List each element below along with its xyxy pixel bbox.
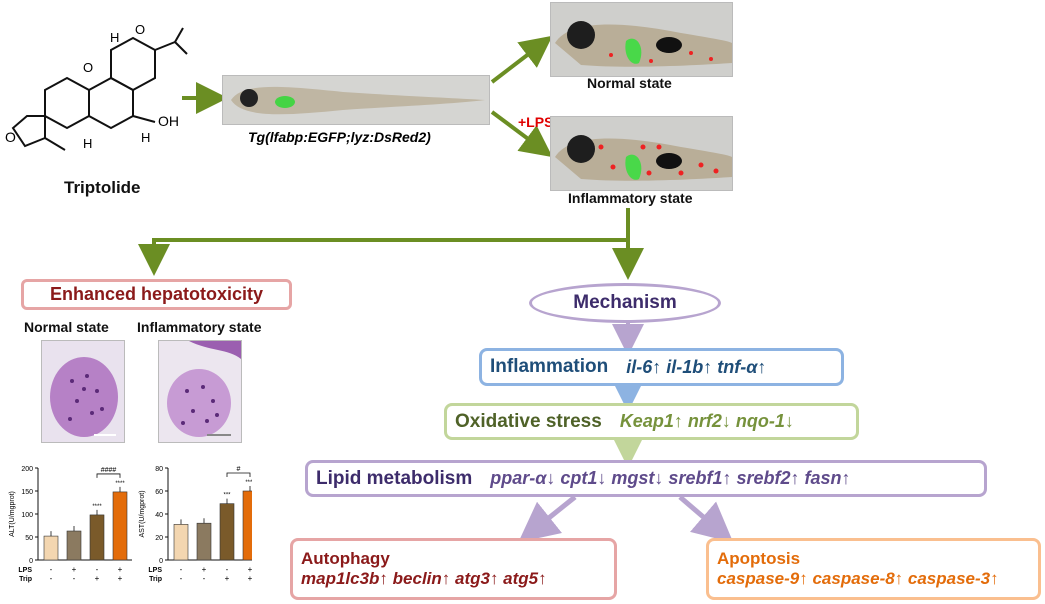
normal-state-fish-image — [550, 2, 733, 77]
y-tick-label: 80 — [155, 466, 163, 473]
svg-text:H: H — [141, 130, 150, 145]
mechanism-node: Mechanism — [529, 283, 721, 323]
lps-label: +LPS — [518, 114, 554, 130]
inflammation-genes: il-6↑ il-1b↑ tnf-α↑ — [626, 356, 767, 377]
lipid-title: Lipid metabolism — [316, 467, 473, 489]
annotation: # — [237, 466, 241, 473]
y-tick-label: 0 — [29, 558, 33, 565]
group-sign: + — [225, 574, 230, 583]
group-row-label: LPS — [18, 567, 32, 574]
arrow-lipid-to-apoptosis — [678, 495, 734, 543]
group-sign: + — [118, 565, 123, 574]
group-sign: - — [73, 574, 76, 583]
significance-bracket — [96, 473, 121, 478]
group-row-label: Trip — [149, 576, 162, 583]
histology-normal-label: Normal state — [24, 319, 109, 335]
group-sign: - — [180, 574, 183, 583]
histology-inflammatory-label: Inflammatory state — [137, 319, 262, 335]
triptolide-structure: O OH H H H O O — [5, 22, 188, 151]
y-tick-label: 60 — [155, 489, 163, 496]
bar — [219, 503, 235, 561]
strain-label: Tg(lfabp:EGFP;lyz:DsRed2) — [248, 129, 431, 145]
bar — [242, 490, 252, 561]
group-sign: + — [248, 565, 252, 574]
arrow-split — [138, 208, 630, 276]
group-row-label: Trip — [19, 576, 32, 583]
arrow-fish-to-inflammatory — [490, 110, 553, 158]
svg-text:O: O — [135, 22, 145, 37]
bar — [43, 535, 59, 561]
y-tick-label: 50 — [25, 535, 33, 542]
annotation: **** — [115, 481, 125, 487]
inflammatory-state-label: Inflammatory state — [568, 190, 693, 206]
histology-normal-image — [41, 340, 125, 443]
svg-text:O: O — [5, 129, 16, 145]
group-row-label: LPS — [148, 567, 162, 574]
y-tick-label: 40 — [155, 512, 163, 519]
group-sign: - — [203, 574, 206, 583]
oxidative-genes: Keap1↑ nrf2↓ nqo-1↓ — [619, 411, 794, 431]
group-sign: + — [72, 565, 77, 574]
oxidative-stress-box: Oxidative stress Keap1↑ nrf2↓ nqo-1↓ — [444, 403, 859, 440]
group-sign: + — [202, 565, 207, 574]
svg-text:H: H — [83, 136, 92, 151]
inflammation-box: Inflammation il-6↑ il-1b↑ tnf-α↑ — [479, 348, 844, 386]
bar — [112, 491, 128, 561]
histology-inflammatory-image — [158, 340, 242, 443]
y-tick-label: 100 — [21, 512, 33, 519]
y-axis-label: AST(U/mgprot) — [139, 490, 146, 537]
apoptosis-title: Apoptosis — [717, 549, 801, 568]
triptolide-label: Triptolide — [64, 178, 141, 197]
y-tick-label: 0 — [159, 558, 163, 565]
group-sign: - — [226, 565, 229, 574]
inflammation-title: Inflammation — [490, 356, 609, 377]
arrow-fish-to-normal — [490, 35, 553, 84]
bar — [196, 522, 212, 561]
y-axis-label: ALT(U/mgprot) — [9, 491, 16, 537]
group-sign: + — [248, 574, 252, 583]
autophagy-title: Autophagy — [301, 549, 390, 568]
svg-text:OH: OH — [158, 113, 179, 129]
group-sign: + — [118, 574, 123, 583]
normal-state-label: Normal state — [587, 75, 672, 91]
lipid-metabolism-box: Lipid metabolism ppar-α↓ cpt1↓ mgst↓ sre… — [305, 460, 987, 497]
y-tick-label: 150 — [21, 489, 33, 496]
ast-bar-chart: 020406080AST(U/mgprot)--+--+++LPSTrip***… — [139, 466, 252, 583]
apoptosis-box: Apoptosis caspase-9↑ caspase-8↑ caspase-… — [706, 538, 1041, 600]
hepatotoxicity-title-box: Enhanced hepatotoxicity — [21, 279, 292, 310]
apoptosis-genes: caspase-9↑ caspase-8↑ caspase-3↑ — [717, 569, 999, 588]
group-sign: - — [50, 574, 53, 583]
inflammatory-state-fish-image — [550, 116, 733, 191]
bar — [173, 524, 189, 561]
bar — [89, 514, 105, 561]
annotation: #### — [101, 467, 117, 474]
alt-bar-chart: 050100150200ALT(U/mgprot)--+--+++LPSTrip… — [9, 466, 132, 583]
bar — [66, 530, 82, 561]
lipid-genes: ppar-α↓ cpt1↓ mgst↓ srebf1↑ srebf2↑ fasn… — [490, 468, 851, 488]
group-sign: - — [96, 565, 99, 574]
svg-text:H: H — [110, 30, 119, 45]
zebrafish-larva-image — [222, 75, 490, 125]
group-sign: - — [180, 565, 183, 574]
y-tick-label: 200 — [21, 466, 33, 473]
annotation: **** — [92, 504, 102, 510]
annotation: *** — [223, 493, 231, 499]
group-sign: + — [95, 574, 100, 583]
group-sign: - — [50, 565, 53, 574]
autophagy-genes: map1lc3b↑ beclin↑ atg3↑ atg5↑ — [301, 569, 547, 588]
y-tick-label: 20 — [155, 535, 163, 542]
arrow-lipid-to-autophagy — [518, 495, 577, 543]
svg-text:O: O — [83, 60, 93, 75]
autophagy-box: Autophagy map1lc3b↑ beclin↑ atg3↑ atg5↑ — [290, 538, 617, 600]
significance-bracket — [226, 472, 251, 477]
annotation: **** — [245, 480, 252, 486]
oxidative-title: Oxidative stress — [455, 410, 602, 432]
